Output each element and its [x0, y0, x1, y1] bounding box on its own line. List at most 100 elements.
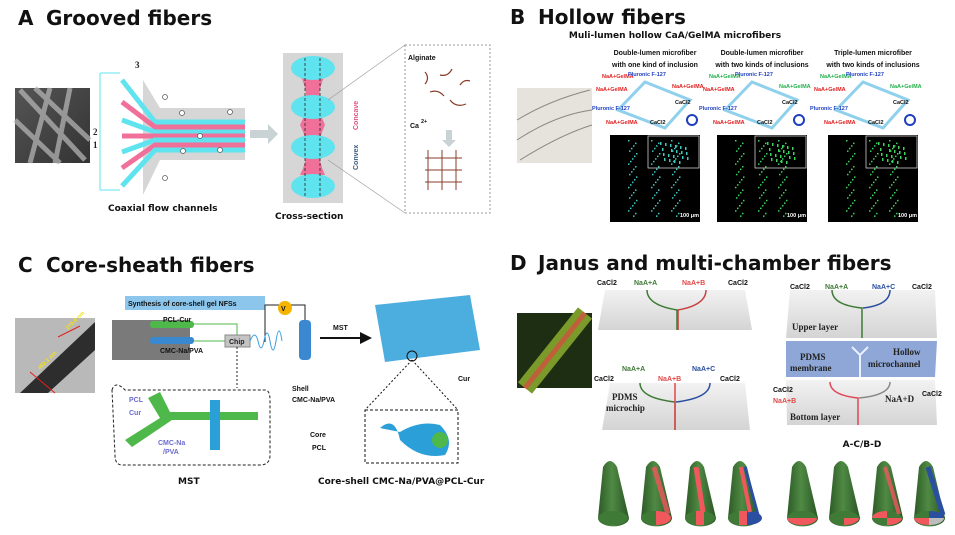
channel-inlet-label: PDMS — [612, 392, 638, 402]
core-shell-inset-box — [364, 409, 459, 464]
chip-inlet-label: Pluronic F-127 — [810, 106, 848, 112]
chip-inlet-label: NaA+GelMA — [814, 87, 846, 93]
channel-inlet-label: microchannel — [868, 359, 921, 369]
calcium-charge: 2+ — [421, 119, 427, 125]
chip-inlet-label: Pluronic F-127 — [735, 72, 773, 78]
fluorescence-inset — [865, 135, 918, 169]
mst-caption: MST — [178, 477, 200, 487]
fiber-model — [829, 461, 860, 527]
fiber-model — [641, 461, 672, 527]
channel-inlet-label: NaA+B — [658, 376, 681, 383]
channel-inlet-label: NaA+D — [885, 394, 915, 404]
chip-inlet-label: CaCl2 — [893, 100, 909, 106]
channel-inlet-label: NaA+C — [692, 366, 715, 373]
pdms-membrane — [786, 341, 937, 377]
panel-b: B Hollow fibers Muli-lumen hollow CaA/Ge… — [510, 5, 922, 222]
chip-inlet-label: NaA+GelMA — [602, 74, 634, 80]
chip-inlet-label: CaCl2 — [757, 120, 773, 126]
channel-number-3: 3 — [135, 60, 140, 70]
alginate-crosslinking-inset: Alginate Ca 2+ — [404, 44, 491, 214]
chip-inlet-label: CaCl2 — [782, 100, 798, 106]
inset-cur-label: Cur — [129, 410, 141, 417]
concave-label: Concave — [353, 101, 360, 130]
channel-inlet-label: membrane — [790, 363, 832, 373]
blue-channel — [210, 400, 220, 450]
channel-inlet-label: NaA+B — [773, 398, 796, 405]
arrow-right-icon — [250, 124, 278, 144]
channel-inlet-label: CaCl2 — [728, 280, 748, 287]
syringe-pump — [112, 320, 238, 360]
synthesis-banner — [125, 296, 265, 310]
channel-number-2: 2 — [93, 127, 98, 137]
microfluidic-chip — [833, 80, 911, 130]
alginate-label: Alginate — [408, 55, 436, 62]
chip-inlet-label: NaA+GelMA — [606, 120, 638, 126]
channel-inlet-label: NaA+C — [872, 284, 895, 291]
channel-inlet-label: CaCl2 — [597, 280, 617, 287]
column-title-line2: with one kind of inclusion — [611, 62, 698, 69]
channel-inlet-label: NaA+A — [634, 280, 657, 287]
panel-d-title: Janus and multi-chamber fibers — [536, 251, 892, 275]
fiber-model — [598, 461, 629, 527]
chip-inlet-label: NaA+GelMA — [672, 84, 704, 90]
core-label: Core — [310, 432, 326, 439]
cross-section-label: Cross-section — [275, 212, 343, 222]
scale-bar-label: 100 μm — [787, 213, 806, 219]
channel-inlet-label: Hollow — [893, 347, 921, 357]
column-title-line1: Double-lumen microfiber — [721, 50, 804, 57]
lumen-cross-section-icon — [793, 114, 805, 126]
cur-label: Cur — [458, 376, 470, 383]
chip-inlet-label: NaA+GelMA — [709, 74, 741, 80]
voltage-label: V — [281, 306, 286, 313]
chip-inlet-label: NaA+GelMA — [890, 84, 922, 90]
channel-inlet-label: Upper layer — [792, 322, 838, 332]
shell-material: CMC-Na/PVA — [292, 397, 335, 404]
voltage-icon — [278, 301, 292, 315]
fluorescence-janus-image — [517, 307, 593, 394]
core-shell-fiber — [380, 423, 449, 456]
column-title-line2: with two kinds of inclusions — [825, 62, 919, 69]
fluorescence-inset — [754, 135, 807, 169]
electrospinning-jet — [249, 330, 283, 351]
inset-cmc-label: CMC-Na — [158, 440, 185, 447]
core-material: PCL — [312, 445, 327, 452]
channel-inlet-label: CaCl2 — [922, 391, 942, 398]
fiber-model — [728, 461, 762, 527]
panel-b-subtitle: Muli-lumen hollow CaA/GelMA microfibers — [569, 31, 781, 41]
panel-b-title: Hollow fibers — [538, 5, 686, 29]
bottom-layer — [786, 380, 937, 425]
microfluidic-chip — [615, 80, 693, 130]
chip-inlet-label: NaA+GelMA — [824, 120, 856, 126]
column-title-line1: Double-lumen microfiber — [614, 50, 697, 57]
chip-inlet-label: Pluronic F-127 — [592, 106, 630, 112]
lumen-cross-section-icon — [904, 114, 916, 126]
chip-inlet-label: CaCl2 — [868, 120, 884, 126]
synthesis-banner-text: Synthesis of core-shell gel NFSs — [128, 301, 237, 308]
fiber-model — [787, 461, 818, 527]
microfiber-column: Double-lumen microfiber with one kind of … — [592, 50, 704, 222]
chip-inlet-label: Pluronic F-127 — [846, 72, 884, 78]
panel-c-letter: C — [18, 253, 33, 277]
chip-inlet-label: NaA+GelMA — [713, 120, 745, 126]
calcium-label: Ca — [410, 123, 419, 130]
chip-inlet-label: NaA+GelMA — [820, 74, 852, 80]
inset-pcl-label: PCL — [129, 397, 144, 404]
pdms-microchip — [602, 383, 750, 430]
chip-inlet-label: NaA+GelMA — [779, 84, 811, 90]
inset-pva-label: /PVA — [163, 449, 179, 456]
bright-field-image — [516, 88, 593, 163]
panel-d-letter: D — [510, 251, 527, 275]
cmc-pva-label: CMC-Na/PVA — [160, 348, 203, 355]
panel-b-letter: B — [510, 5, 525, 29]
fiber-model — [914, 461, 946, 527]
core-shell-caption: Core-shell CMC-Na/PVA@PCL-Cur — [318, 477, 485, 487]
panel-a-title: Grooved fibers — [46, 6, 212, 30]
channel-inlet-label: NaA+A — [622, 366, 645, 373]
channel-inlet-label: PDMS — [800, 352, 826, 362]
chip-inlet-label: NaA+GelMA — [596, 87, 628, 93]
coaxial-flow-channels-diagram: 2 1 3 Coaxial flow channels — [93, 60, 245, 214]
